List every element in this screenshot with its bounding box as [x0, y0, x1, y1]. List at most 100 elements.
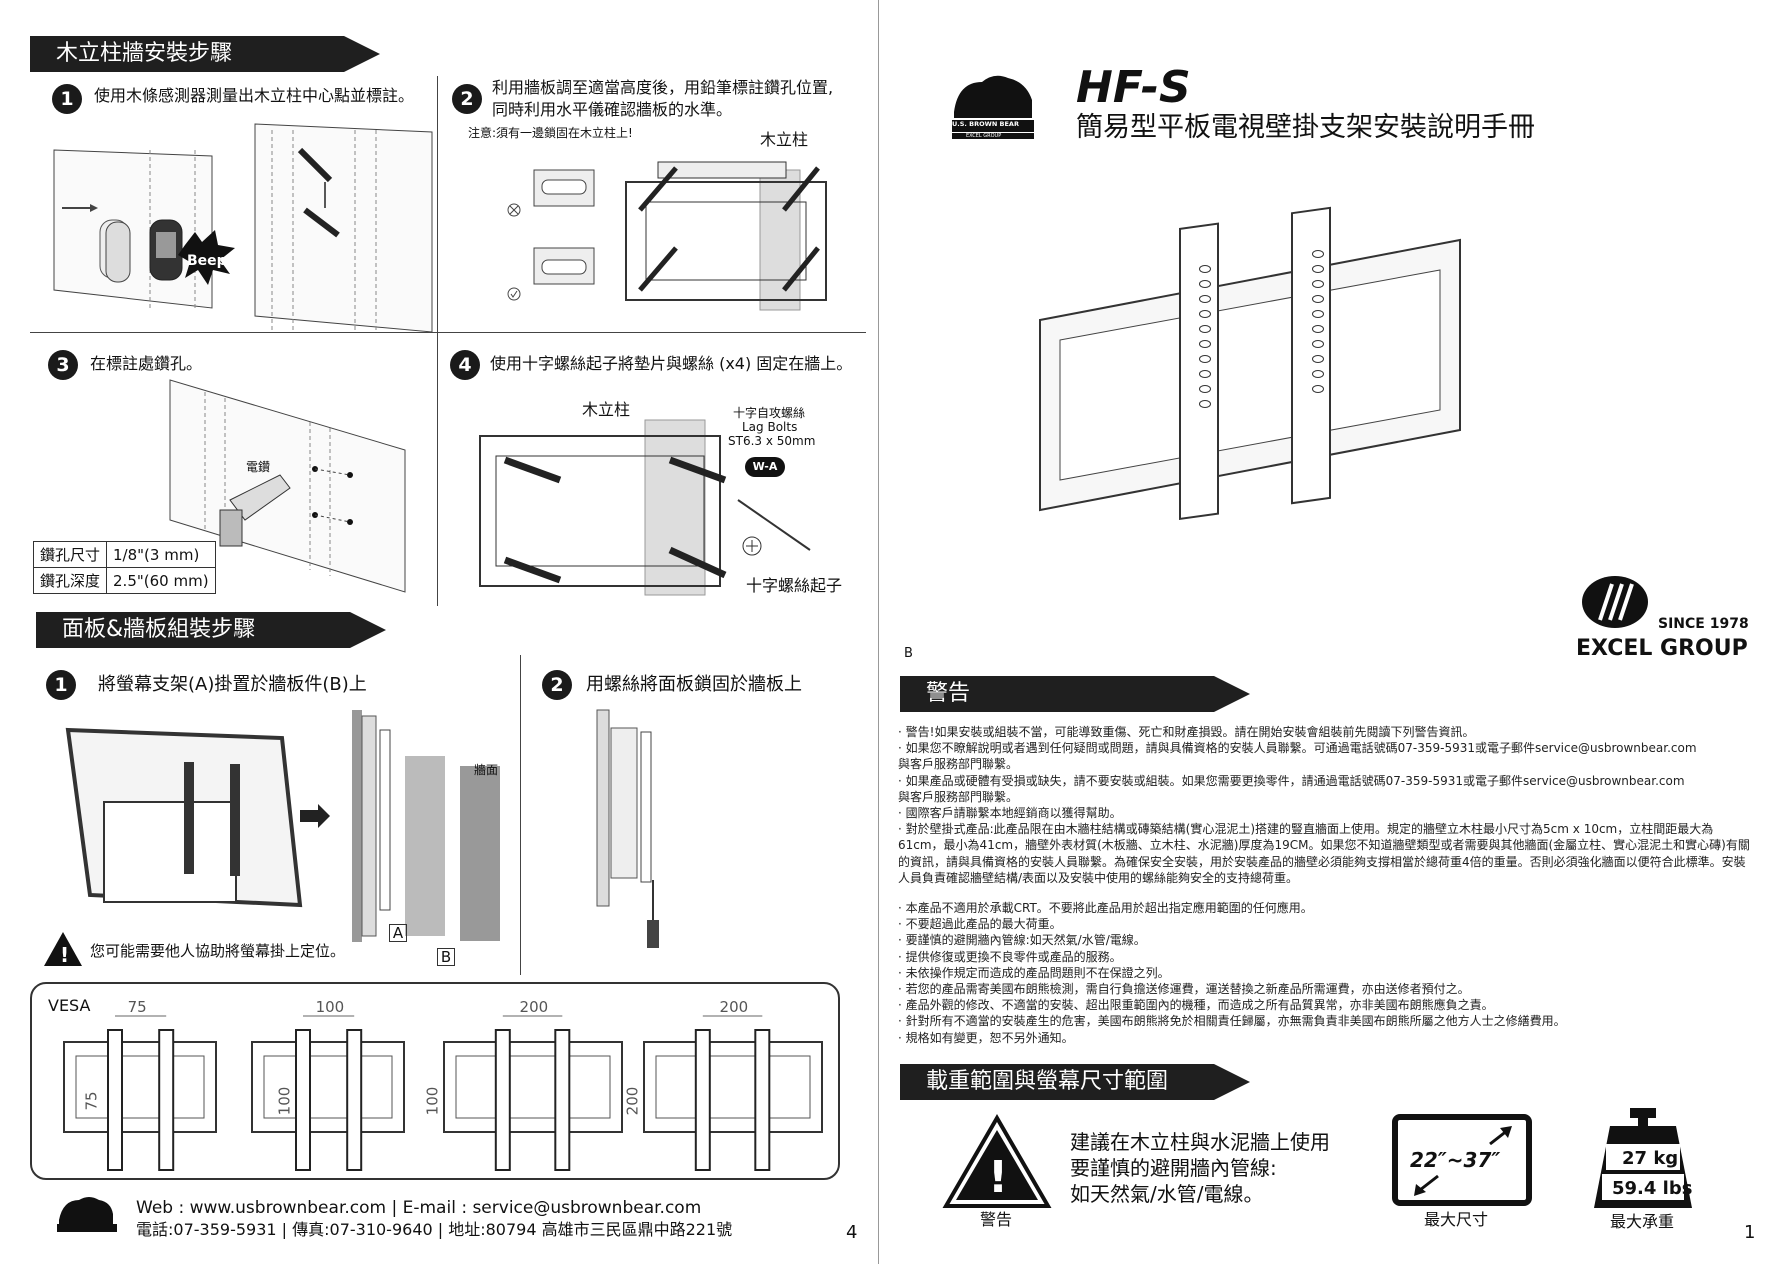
step-number: 4 — [450, 350, 480, 380]
bracket-hole — [1199, 280, 1211, 288]
bracket-hole — [1312, 310, 1324, 318]
vesa-pattern: 75 75 — [60, 998, 220, 1176]
bracket-hole — [1312, 325, 1324, 333]
vesa-box — [30, 982, 840, 1180]
vesa-height-label: 100 — [275, 1086, 294, 1116]
manual-title: 簡易型平板電視壁掛支架安裝說明手冊 — [1076, 112, 1535, 143]
bolt-spec: Lag Bolts — [742, 420, 798, 434]
vesa-width-label: 75 — [127, 998, 147, 1016]
vesa-width-label: 200 — [519, 998, 549, 1016]
step2-text-line1: 利用牆板調至適當高度後，用鉛筆標註鑽孔位置, — [492, 78, 834, 97]
table-cell: 鑽孔深度 — [32, 567, 108, 594]
grid-line — [437, 76, 438, 606]
list-item: · 若您的產品需寄美國布朗熊檢測，需自行負擔送修運費，運送替換之新產品所需運費，… — [898, 982, 1470, 997]
section-title-warning: 警告 — [900, 676, 1250, 712]
page-divider — [878, 0, 879, 1264]
table-cell: 2.5"(60 mm) — [106, 567, 216, 594]
table-cell: 1/8"(3 mm) — [106, 541, 216, 568]
list-item: · 國際客戶請聯繫本地經銷商以獲得幫助。 — [898, 806, 1122, 821]
stud-label: 木立柱 — [760, 130, 809, 149]
model-name: HF-S — [1076, 62, 1191, 113]
screen-size-range: 22″~37″ — [1410, 1148, 1501, 1172]
stud-label: 木立柱 — [582, 400, 631, 419]
bracket-hole — [1312, 280, 1324, 288]
panel-screw-illustration — [596, 709, 659, 948]
label-a: A — [389, 924, 407, 942]
wall-label: 牆面 — [474, 763, 499, 777]
drill-illustration — [169, 379, 406, 593]
table-cell: 鑽孔尺寸 — [32, 541, 108, 568]
bracket-hole — [1312, 250, 1324, 258]
bracket-hole — [1312, 385, 1324, 393]
wall-bracket-illustration — [1039, 206, 1461, 521]
bracket-hole — [1312, 355, 1324, 363]
bracket-hole — [1199, 355, 1211, 363]
assembly2-text: 用螺絲將面板鎖固於牆板上 — [586, 674, 802, 695]
section-title-load: 載重範圍與螢幕尺寸範圍 — [900, 1064, 1250, 1100]
bracket-hole — [1312, 340, 1324, 348]
list-item: · 如果您不瞭解說明或者遇到任何疑問或問題，請與具備資格的安裝人員聯繫。可通過電… — [898, 741, 1697, 756]
stud-finder-illustration: Beep! — [53, 123, 433, 333]
vesa-height-label: 75 — [82, 1091, 101, 1111]
bracket-hole — [1199, 340, 1211, 348]
step3-text: 在標註處鑽孔。 — [90, 354, 203, 373]
arrow-icon — [1414, 1126, 1512, 1196]
step4-text: 使用十字螺絲起子將墊片與螺絲 (x4) 固定在牆上。 — [490, 354, 853, 373]
excel-group-logo — [1582, 576, 1648, 628]
bracket-hole — [1312, 265, 1324, 273]
brand-bear-logo — [952, 75, 1034, 139]
step-number: 2 — [452, 84, 482, 114]
part-label: B — [904, 646, 913, 661]
brand-bear-logo — [57, 1197, 117, 1232]
bracket-hole — [1199, 325, 1211, 333]
caution-icon: ! — [44, 932, 82, 967]
step2-text-line2: 同時利用水平儀確認牆板的水準。 — [492, 100, 733, 119]
svg-text:!: ! — [60, 943, 69, 967]
svg-text:Beep!: Beep! — [187, 253, 233, 269]
grid-line — [30, 332, 866, 333]
weight-icon — [1594, 1108, 1692, 1208]
bolt-spec: ST6.3 x 50mm — [728, 434, 816, 448]
bolt-spec: 十字自攻螺絲 — [733, 406, 806, 420]
page-number: 4 — [846, 1222, 858, 1243]
list-item: · 如果產品或硬體有受損或缺失，請不要安裝或組裝。如果您需要更換零件，請通過電話… — [898, 773, 1685, 788]
vesa-height-label: 200 — [623, 1086, 642, 1116]
vesa-width-label: 100 — [315, 998, 345, 1016]
weight-label: 最大承重 — [1610, 1212, 1675, 1231]
vesa-pattern: 200 100 — [423, 998, 626, 1176]
bracket-hole — [1199, 295, 1211, 303]
list-item: 與客戶服務部門聯繫。 — [898, 757, 1019, 772]
vesa-bracket-drawing — [643, 1015, 823, 1171]
vesa-bracket-drawing — [63, 1015, 217, 1171]
bracket-hole — [1199, 370, 1211, 378]
step-number: 1 — [52, 84, 82, 114]
wa-badge: W-A — [745, 457, 785, 477]
step-number: 3 — [48, 350, 78, 380]
recommend-line: 要謹慎的避開牆內管線: — [1070, 1156, 1277, 1180]
recommend-line: 如天然氣/水管/電線。 — [1070, 1182, 1264, 1206]
warning-list: · 警告!如果安裝或組裝不當，可能導致重傷、死亡和財產損毀。請在開始安裝會組裝前… — [898, 724, 1750, 1046]
list-item: · 提供修復或更換不良零件或產品的服務。 — [898, 949, 1122, 964]
weight-lbs: 59.4 lbs — [1612, 1178, 1693, 1199]
vesa-label: VESA — [48, 996, 91, 1015]
list-item: · 規格如有變更，恕不另外通知。 — [898, 1030, 1074, 1045]
section-title-panel-assembly: 面板&牆板組裝步驟 — [36, 612, 386, 648]
list-item: · 未依操作規定而造成的產品問題則不在保證之列。 — [898, 965, 1170, 980]
list-item: · 對於壁掛式產品:此產品限在由木牆柱結構或磚築結構(實心混泥土)搭建的豎直牆面… — [898, 822, 1750, 885]
list-item: · 本產品不適用於承載CRT。不要將此產品用於超出指定應用範圍的任何應用。 — [898, 901, 1313, 916]
bracket-hole — [1199, 385, 1211, 393]
vesa-height-label: 100 — [423, 1086, 442, 1116]
bracket-hole — [1312, 370, 1324, 378]
list-item: · 針對所有不適當的安裝產生的危害，美國布朗熊將免於相關責任歸屬，亦無需負責非美… — [898, 1014, 1566, 1029]
list-item: · 警告!如果安裝或組裝不當，可能導致重傷、死亡和財產損毀。請在開始安裝會組裝前… — [898, 725, 1475, 739]
footer-contact: 電話:07-359-5931 | 傳真:07-310-9640 | 地址:807… — [136, 1220, 733, 1239]
step1-text: 使用木條感測器測量出木立柱中心點並標註。 — [94, 86, 415, 105]
svg-text:!: ! — [988, 1152, 1008, 1203]
vesa-bracket-drawing — [251, 1015, 405, 1171]
screen-size-label: 最大尺寸 — [1424, 1210, 1489, 1229]
step-number: 2 — [542, 670, 572, 700]
